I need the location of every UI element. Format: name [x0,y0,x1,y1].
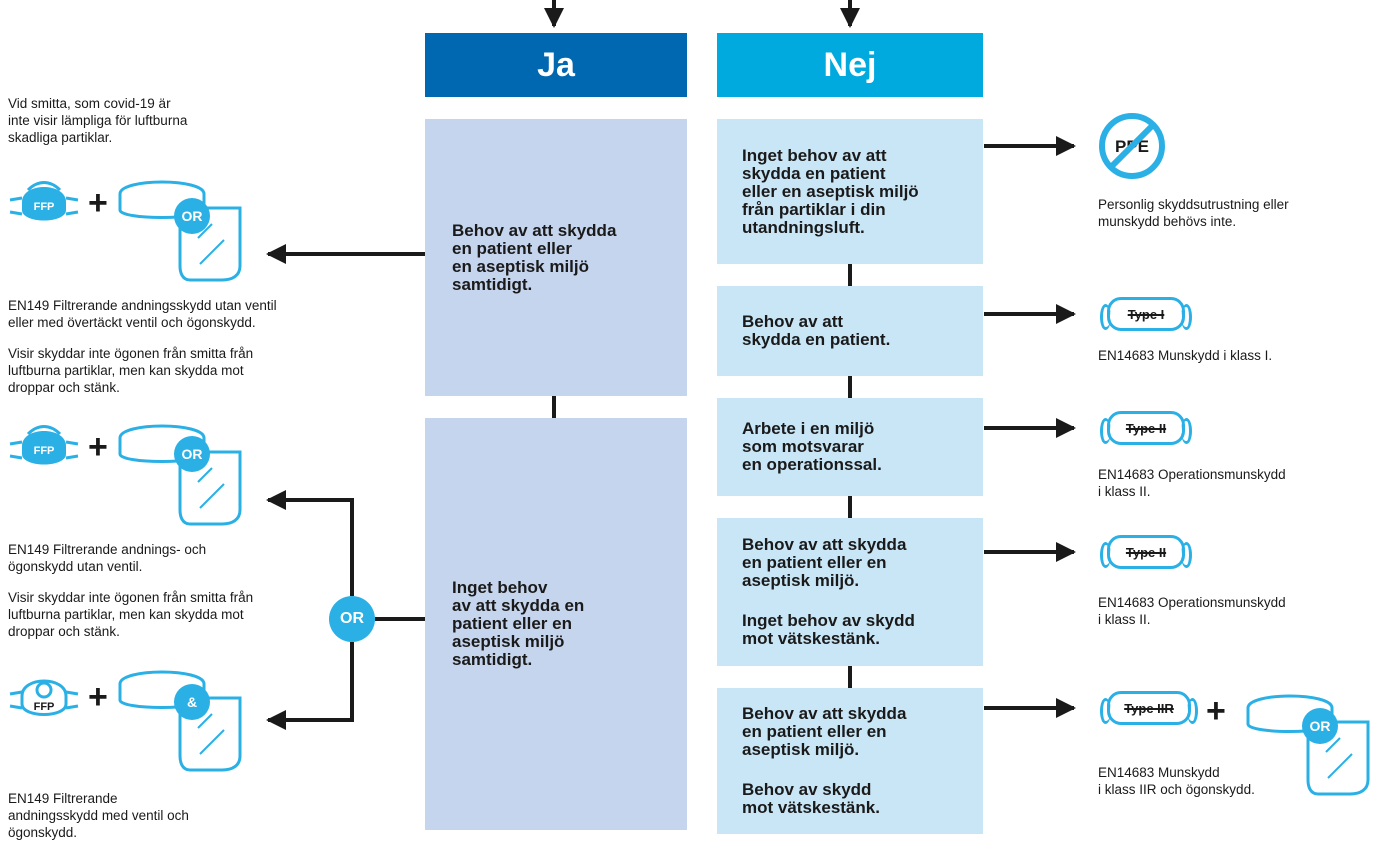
ja-box-2-text: Inget behov av att skydda en patient ell… [452,578,585,669]
or-badge-2: OR [174,436,210,472]
ffp-label: FFP [34,701,55,713]
or-branch-2 [266,642,354,730]
option-2-description: EN149 Filtrerande andnings- och ögonskyd… [8,542,207,574]
intro-text: Vid smitta, som covid-19 är inte visir l… [8,96,188,145]
option-1-description: EN149 Filtrerande andningsskydd utan ven… [8,298,277,330]
plus-sign-4: + [1206,692,1226,730]
option-3-description: EN149 Filtrerande andningsskydd med vent… [8,791,189,840]
ffp-label: FFP [34,445,55,457]
and-badge: & [174,684,210,720]
or-badge-1: OR [174,198,210,234]
nej-header: Nej [717,33,983,97]
nej-box-2-text: Behov av att skydda en patient. [742,312,891,349]
type-ii-description-1: EN14683 Operationsmunskydd i klass II. [1098,467,1286,499]
ja-box-2: Inget behov av att skydda en patient ell… [425,418,687,830]
or-junction-badge: OR [329,596,375,642]
plus-sign-2: + [88,428,108,466]
nej-box-4: Behov av att skydda en patient eller en … [717,518,983,666]
nej-box-2: Behov av att skydda en patient. [717,286,983,376]
type-iir-description: EN14683 Munskydd i klass IIR och ögonsky… [1098,765,1255,797]
type-i-description: EN14683 Munskydd i klass I. [1098,348,1273,363]
plus-sign-1: + [88,184,108,222]
type-i-mask-icon: Type I [1100,297,1192,331]
option-2-note: Visir skyddar inte ögonen från smitta fr… [8,590,254,639]
option-1-note: Visir skyddar inte ögonen från smitta fr… [8,346,254,395]
ppe-description: Personlig skyddsutrustning eller munskyd… [1098,197,1289,229]
goggles-visor-icon: & [112,662,252,774]
goggles-visor-icon: OR [1240,686,1380,798]
type-ii-mask-icon: Type II [1100,411,1192,445]
type-iir-mask-icon: Type IIR [1100,691,1198,725]
ja-box-1: Behov av att skydda en patient eller en … [425,119,687,396]
or-badge-3: OR [1302,708,1338,744]
nej-box-3-text: Arbete i en miljö som motsvarar en opera… [742,419,882,474]
type-ii-mask-icon: Type II [1100,535,1192,569]
ffp-mask-icon: FFP [8,172,80,234]
goggles-visor-icon: OR [112,416,252,528]
ffp-label: FFP [34,201,55,213]
or-branch [266,490,354,596]
plus-sign-3: + [88,678,108,716]
ja-header: Ja [425,33,687,97]
nej-box-5: Behov av att skydda en patient eller en … [717,688,983,834]
no-ppe-icon: PPE [1098,112,1166,180]
nej-box-1-text: Inget behov av att skydda en patient ell… [742,145,919,237]
type-ii-description-2: EN14683 Operationsmunskydd i klass II. [1098,595,1286,627]
nej-box-5-text-a: Behov av att skydda en patient eller en … [742,704,907,759]
goggles-visor-icon: OR [112,172,252,284]
nej-box-3: Arbete i en miljö som motsvarar en opera… [717,398,983,496]
nej-box-4-text-b: Inget behov av skydd mot vätskestänk. [742,611,915,648]
ffp-mask-icon: FFP [8,416,80,478]
nej-box-1: Inget behov av att skydda en patient ell… [717,119,983,264]
nej-box-5-text-b: Behov av skydd mot vätskestänk. [742,780,880,817]
nej-box-4-text-a: Behov av att skydda en patient eller en … [742,535,907,590]
ja-box-1-text: Behov av att skydda en patient eller en … [452,220,617,294]
ffp-valve-mask-icon: FFP [8,666,80,728]
